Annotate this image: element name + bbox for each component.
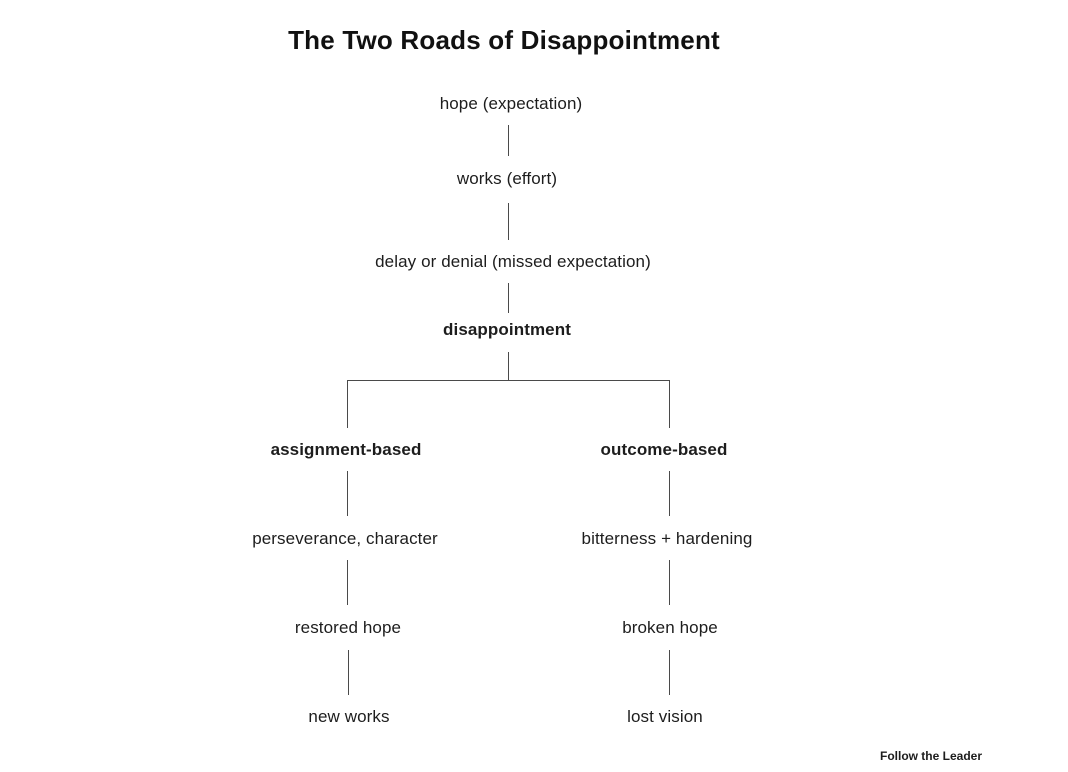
branch-split-right-drop <box>669 380 670 428</box>
node-outcome-based: outcome-based <box>600 440 728 459</box>
connector-perseverance-to-restored-hope <box>347 560 348 605</box>
connector-bitterness-to-broken-hope <box>669 560 670 605</box>
connector-disappointment-to-split <box>508 352 509 380</box>
connector-broken-hope-to-lost-vision <box>669 650 670 695</box>
node-delay-or-denial: delay or denial (missed expectation) <box>375 252 651 271</box>
node-lost-vision: lost vision <box>627 707 703 726</box>
connector-hope-to-works <box>508 125 509 156</box>
node-new-works: new works <box>308 707 390 726</box>
connector-delay-to-disappointment <box>508 283 509 313</box>
branch-split-left-drop <box>347 380 348 428</box>
node-hope-expectation: hope (expectation) <box>439 94 583 113</box>
node-bitterness-hardening: bitterness + hardening <box>581 529 753 548</box>
node-assignment-based: assignment-based <box>270 440 422 459</box>
connector-outcome-to-bitterness <box>669 471 670 516</box>
node-works-effort: works (effort) <box>456 169 558 188</box>
connector-works-to-delay <box>508 203 509 240</box>
node-disappointment: disappointment <box>443 320 571 339</box>
node-restored-hope: restored hope <box>294 618 402 637</box>
node-perseverance-character: perseverance, character <box>252 529 438 548</box>
connector-assignment-to-perseverance <box>347 471 348 516</box>
node-broken-hope: broken hope <box>622 618 718 637</box>
diagram-title: The Two Roads of Disappointment <box>288 25 720 55</box>
connector-restored-hope-to-new-works <box>348 650 349 695</box>
footer-watermark: Follow the Leader <box>879 749 982 763</box>
branch-split-horizontal-line <box>347 380 670 381</box>
